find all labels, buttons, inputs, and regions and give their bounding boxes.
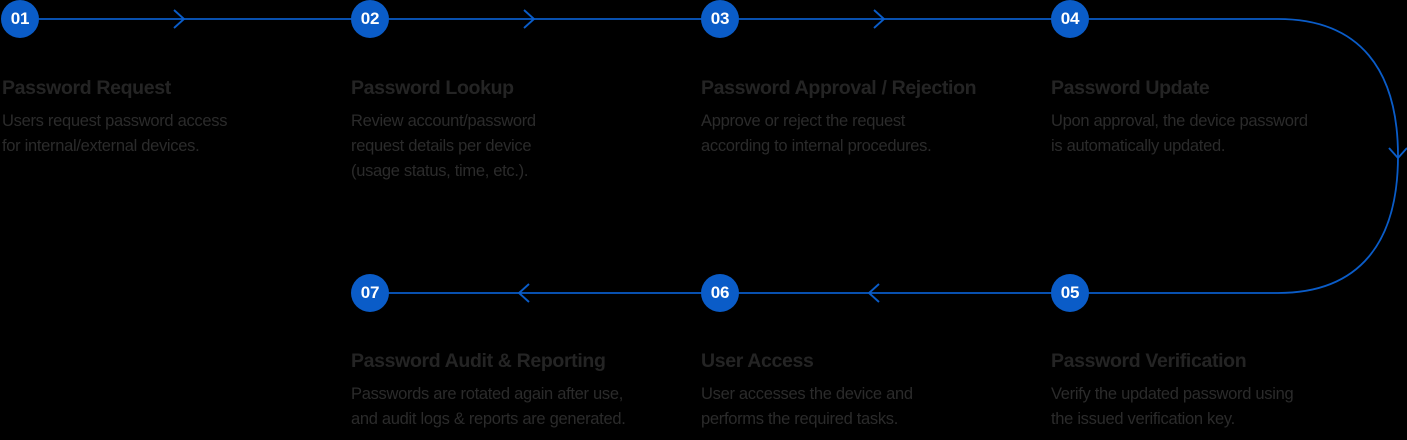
- step-content-07: Password Audit & Reporting Passwords are…: [351, 349, 626, 432]
- step-badge-label: 05: [1060, 283, 1080, 302]
- step-desc-line: Passwords are rotated again after use,: [351, 385, 624, 403]
- step-title: User Access: [701, 350, 814, 372]
- arrowhead-left-2: [517, 283, 530, 303]
- step-desc-line: and audit logs & reports are generated.: [351, 410, 626, 428]
- step-badge-label: 07: [360, 283, 380, 302]
- step-badge-04[interactable]: 04: [1051, 0, 1089, 38]
- step-content-01: Password Request Users request password …: [2, 76, 227, 159]
- step-content-06: User Access User accesses the device and…: [701, 349, 913, 432]
- step-badge-01[interactable]: 01: [1, 0, 39, 38]
- step-content-03: Password Approval / Rejection Approve or…: [701, 76, 977, 159]
- step-desc-line: Upon approval, the device password: [1051, 112, 1308, 130]
- step-title: Password Verification: [1051, 350, 1247, 372]
- step-badge-02[interactable]: 02: [351, 0, 389, 38]
- step-desc-line: according to internal procedures.: [701, 137, 932, 155]
- step-title: Password Audit & Reporting: [351, 350, 606, 372]
- step-badge-label: 02: [360, 9, 380, 28]
- step-content-05: Password Verification Verify the updated…: [1051, 349, 1294, 432]
- step-title: Password Approval / Rejection: [701, 77, 977, 99]
- step-content-04: Password Update Upon approval, the devic…: [1051, 76, 1308, 159]
- step-badge-03[interactable]: 03: [701, 0, 739, 38]
- step-desc-line: (usage status, time, etc.).: [351, 162, 529, 180]
- step-content-02: Password Lookup Review account/password …: [351, 76, 536, 184]
- arrowhead-down-1: [1388, 147, 1407, 160]
- step-badge-label: 01: [10, 9, 30, 28]
- step-badge-label: 06: [710, 283, 730, 302]
- step-badge-label: 03: [710, 9, 730, 28]
- arrowhead-right-3: [873, 9, 886, 29]
- step-desc-line: Review account/password: [351, 112, 536, 130]
- step-title: Password Lookup: [351, 77, 514, 99]
- arrowhead-left-1: [867, 283, 880, 303]
- step-badge-06[interactable]: 06: [701, 274, 739, 312]
- step-badge-label: 04: [1060, 9, 1080, 28]
- step-desc-line: Verify the updated password using: [1051, 385, 1294, 403]
- step-desc-line: is automatically updated.: [1051, 137, 1226, 155]
- step-desc-line: the issued verification key.: [1051, 410, 1235, 428]
- step-badge-07[interactable]: 07: [351, 274, 389, 312]
- step-title: Password Update: [1051, 77, 1210, 99]
- step-desc-line: Users request password access: [2, 112, 228, 130]
- step-title: Password Request: [2, 77, 171, 99]
- step-desc-line: request details per device: [351, 137, 532, 155]
- arrowhead-right-1: [173, 9, 186, 29]
- step-desc-line: User accesses the device and: [701, 385, 913, 403]
- arrowhead-right-2: [523, 9, 536, 29]
- step-desc-line: for internal/external devices.: [2, 137, 200, 155]
- step-desc-line: Approve or reject the request: [701, 112, 906, 130]
- step-badge-05[interactable]: 05: [1051, 274, 1089, 312]
- step-desc-line: performs the required tasks.: [701, 410, 899, 428]
